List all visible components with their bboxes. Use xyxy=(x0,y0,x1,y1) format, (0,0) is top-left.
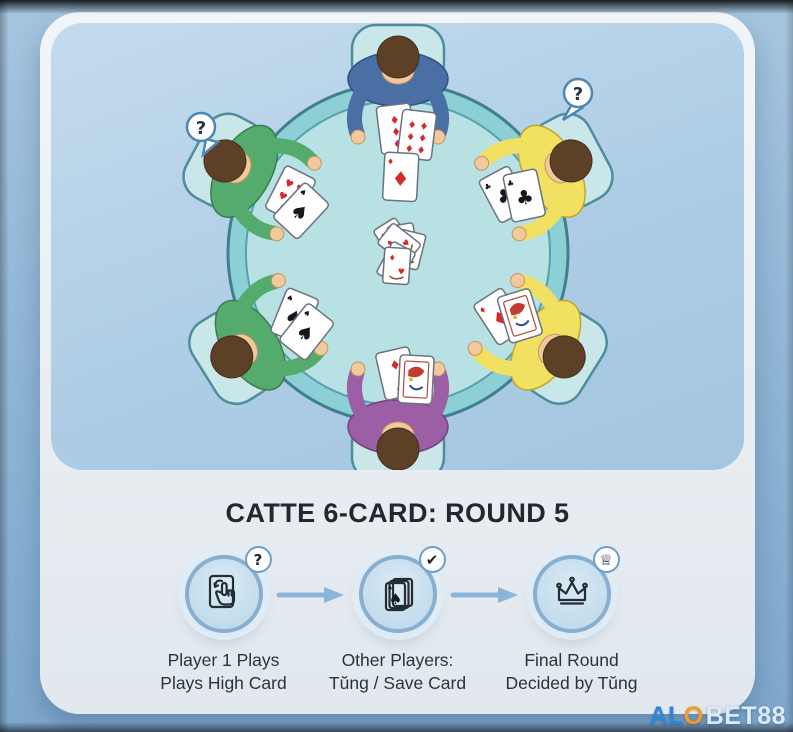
logo-letter-a: A xyxy=(649,702,668,730)
svg-text:♦: ♦ xyxy=(388,253,396,262)
question-badge: ? xyxy=(244,546,272,573)
page-title: CATTE 6-CARD: ROUND 5 xyxy=(225,498,570,528)
question-bubble-upper-right: ? xyxy=(561,77,594,122)
step-labels: Player 1 Plays Plays High Card Other Pla… xyxy=(40,649,755,695)
svg-text:?: ? xyxy=(196,118,206,139)
table-illustration: ♦ ♦ ♦ ♦ ♦ ♦ ♦ ♦ ♦ xyxy=(51,23,744,470)
svg-text:♦: ♦ xyxy=(419,121,429,133)
steps-row: ? ♠ ♠ xyxy=(40,546,755,633)
svg-text:♥: ♥ xyxy=(397,267,405,276)
step-2-label: Other Players: Tŭng / Save Card xyxy=(328,650,467,694)
card-table-scene: ♦ ♦ ♦ ♦ ♦ ♦ ♦ ♦ ♦ xyxy=(182,23,614,470)
step-2: ♠ ♠ ✔ xyxy=(346,546,450,633)
step-3: ♕ xyxy=(520,546,624,633)
logo-letter-l: L xyxy=(667,702,684,730)
arrow-icon-2 xyxy=(450,586,520,604)
logo-letter-o: O xyxy=(683,702,704,730)
cards-player-top: ♦ ♦ ♦ ♦ ♦ ♦ ♦ ♦ ♦ xyxy=(375,102,438,162)
svg-text:♦: ♦ xyxy=(391,166,410,191)
svg-text:♦: ♦ xyxy=(405,132,415,144)
step-3-label: Final Round Decided by Tŭng xyxy=(505,650,638,694)
svg-text:?: ? xyxy=(573,84,583,105)
logo-suffix: BET88 xyxy=(705,702,786,730)
crown-badge: ♕ xyxy=(592,546,620,573)
step-1: ? xyxy=(172,546,276,633)
svg-text:♦: ♦ xyxy=(407,120,417,132)
alobet88-logo: ALOBET88 xyxy=(649,704,786,729)
infographic-card: ♦ ♦ ♦ ♦ ♦ ♦ ♦ ♦ ♦ xyxy=(40,12,755,714)
info-section: CATTE 6-CARD: ROUND 5 ? xyxy=(40,470,755,695)
check-badge: ✔ xyxy=(418,546,446,573)
center-card: ♦ ♦ xyxy=(381,151,420,203)
svg-text:♦: ♦ xyxy=(417,133,427,145)
svg-text:♦: ♦ xyxy=(387,157,395,166)
arrow-icon-1 xyxy=(276,586,346,604)
step-1-label: Player 1 Plays Plays High Card xyxy=(160,650,287,694)
svg-text:♠: ♠ xyxy=(388,590,401,608)
svg-text:♠: ♠ xyxy=(387,585,392,592)
